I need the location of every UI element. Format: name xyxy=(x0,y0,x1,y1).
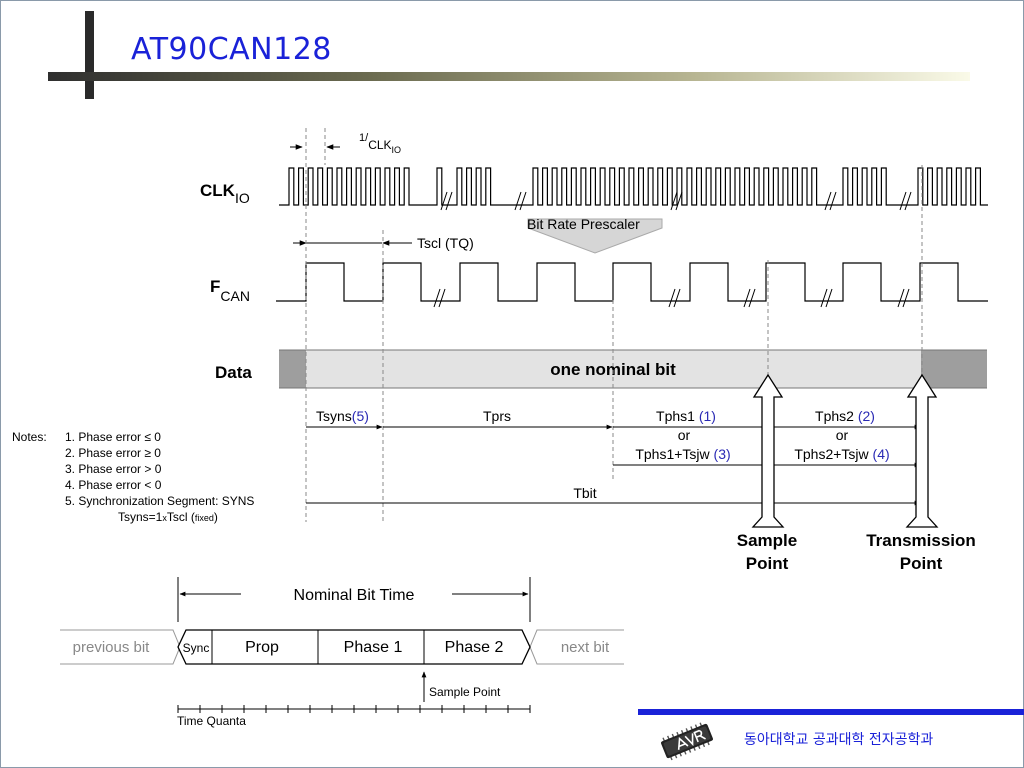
data-next-bit xyxy=(921,350,987,388)
avr-chip-logo-icon xyxy=(661,722,713,761)
tbit-label: Tbit xyxy=(573,485,596,501)
tphs1-label: Tphs1 (1) xyxy=(656,408,716,424)
fcan-main: F xyxy=(210,277,220,296)
title-underline-bar xyxy=(48,72,970,81)
tscl-label: Tscl (TQ) xyxy=(417,235,474,251)
clk-io-sub: IO xyxy=(235,190,250,206)
clk-period-label: 1/CLKIO xyxy=(359,132,401,155)
nominal-bit-label: one nominal bit xyxy=(550,360,676,379)
transmission-point-arrow xyxy=(905,373,939,528)
tphs2-ref: (2) xyxy=(858,408,875,424)
prescaler-label: Bit Rate Prescaler xyxy=(527,216,640,232)
segment-phase2-label: Phase 2 xyxy=(445,639,504,656)
tsyns-ref: (5) xyxy=(352,408,369,424)
segment-phase1-label: Phase 1 xyxy=(344,639,403,656)
transmission-point-line2: Point xyxy=(900,554,943,573)
tphs1-sjw-label: Tphs1+Tsjw (3) xyxy=(635,446,730,462)
tphs1-ref: (1) xyxy=(699,408,716,424)
segment-sync-label: Sync xyxy=(183,641,210,655)
nominal-bit-time-diagram: Nominal Bit Time previous bit next bit S… xyxy=(60,577,624,728)
note-2: 2. Phase error ≥ 0 xyxy=(65,446,161,460)
nominal-bit-time-label: Nominal Bit Time xyxy=(294,587,415,604)
bit-time-bar xyxy=(177,629,531,665)
title-vertical-bar xyxy=(85,11,94,99)
tphs2-sjw-label: Tphs2+Tsjw (4) xyxy=(794,446,889,462)
time-quanta-ticks xyxy=(177,705,531,713)
clk-io-main: CLK xyxy=(200,181,236,200)
tphs1-sjw-ref: (3) xyxy=(714,446,731,462)
segment-arrows xyxy=(306,424,921,506)
prescaler-arrow xyxy=(527,218,663,254)
data-label: Data xyxy=(215,363,252,382)
fcan-sub: CAN xyxy=(220,288,250,304)
sample-point-line2: Point xyxy=(746,554,789,573)
fcan-breaks xyxy=(433,288,910,308)
note-5: 5. Synchronization Segment: SYNS xyxy=(65,494,254,508)
tphs2-sjw-ref: (4) xyxy=(873,446,890,462)
guide-lines xyxy=(305,128,923,522)
note-1: 1. Phase error ≤ 0 xyxy=(65,430,161,444)
tprs-label: Tprs xyxy=(483,408,511,424)
next-bit-label: next bit xyxy=(561,639,610,656)
clk-period-subsub: IO xyxy=(392,145,402,155)
clk-io-breaks xyxy=(440,191,912,211)
clk-io-waveform xyxy=(279,167,988,206)
data-prev-bit xyxy=(279,350,306,388)
note-5-formula: Tsyns=1xTscl (fixed) xyxy=(118,510,218,524)
tsyns-label: Tsyns(5) xyxy=(316,408,369,424)
clk-io-label: CLKIO xyxy=(200,181,250,206)
transmission-point-line1: Transmission xyxy=(866,531,976,550)
sample-point-line1: Sample xyxy=(737,531,797,550)
clk-period-sub: CLK xyxy=(368,138,391,152)
tphs2-label: Tphs2 (2) xyxy=(815,408,875,424)
or-label-1: or xyxy=(678,427,691,443)
notes: Notes: 1. Phase error ≤ 0 2. Phase error… xyxy=(12,430,254,524)
footer-department: 동아대학교 공과대학 전자공학과 xyxy=(744,732,934,748)
clk-period-one: 1/ xyxy=(359,132,369,144)
previous-bit-label: previous bit xyxy=(73,639,151,656)
note-3: 3. Phase error > 0 xyxy=(65,462,162,476)
sample-point-label: Sample Point xyxy=(429,685,501,699)
fcan-label: FCAN xyxy=(210,277,250,304)
notes-heading: Notes: xyxy=(12,430,47,444)
slide-title: AT90CAN128 xyxy=(131,32,332,67)
fcan-waveform xyxy=(276,262,988,302)
note-4: 4. Phase error < 0 xyxy=(65,478,162,492)
time-quanta-label: Time Quanta xyxy=(177,714,246,728)
footer-accent-bar xyxy=(638,709,1024,715)
sample-point-arrow xyxy=(751,373,785,528)
segment-prop-label: Prop xyxy=(245,639,279,656)
or-label-2: or xyxy=(836,427,849,443)
